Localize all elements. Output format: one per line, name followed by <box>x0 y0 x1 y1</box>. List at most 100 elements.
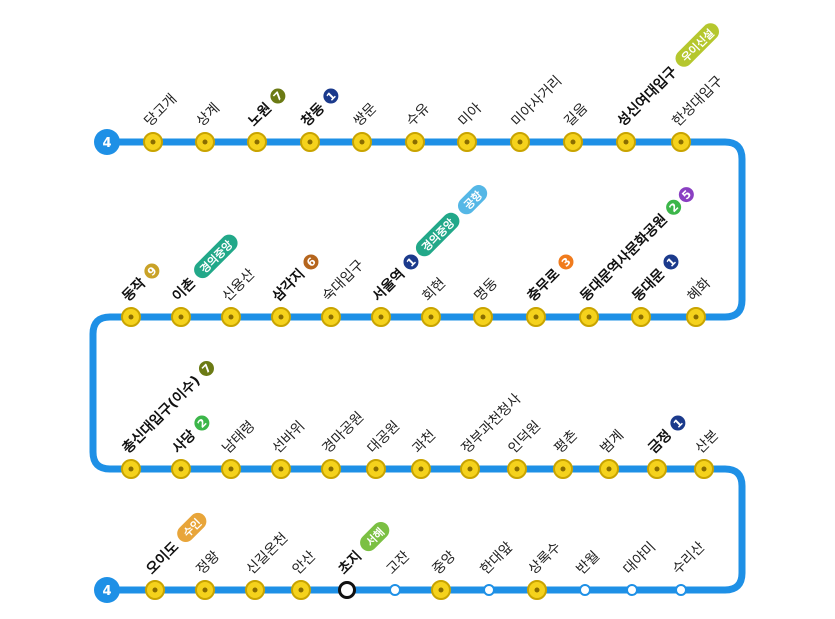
station-label: 초지 <box>336 548 366 578</box>
transfer-badge-1: 1 <box>670 415 686 431</box>
station-label: 서울역 <box>369 265 408 304</box>
station-marker-dot <box>514 466 520 472</box>
station-label: 쌍문 <box>351 100 381 130</box>
station-label: 상계 <box>194 100 224 130</box>
station-label: 신길온천 <box>244 530 292 578</box>
transfer-badge-1: 1 <box>323 88 339 104</box>
svg-text:경의중앙: 경의중앙 <box>419 216 458 255</box>
station-label: 당고개 <box>142 91 181 130</box>
transfer-pill: 서해 <box>360 521 390 552</box>
station-label-group: 안산 <box>290 548 320 578</box>
station-label-group: 총신대입구(이수)7 <box>119 360 214 457</box>
station-label: 한대앞 <box>478 539 517 578</box>
station-marker-dot <box>438 587 444 593</box>
station-marker-dot <box>378 314 384 320</box>
station-label-group: 창동1 <box>298 88 339 130</box>
station-label-group: 고잔 <box>384 548 414 578</box>
station-label: 미아사거리 <box>509 73 566 130</box>
transfer-badge-9: 9 <box>144 263 160 279</box>
station-label: 수리산 <box>670 539 709 578</box>
station-label: 미아 <box>456 100 486 130</box>
svg-text:우이신설: 우이신설 <box>678 26 717 65</box>
station-label-group: 선바위 <box>270 418 309 457</box>
station-marker-dot <box>298 587 304 593</box>
station-marker-dot <box>428 314 434 320</box>
station-label-group: 길음 <box>562 100 592 130</box>
station-label: 혜화 <box>685 275 715 305</box>
station-marker-dot <box>202 139 208 145</box>
station-label: 인덕원 <box>506 418 545 457</box>
station-label-group: 대야미 <box>621 539 660 578</box>
station-label-group: 반월 <box>574 548 604 578</box>
station-label-group: 인덕원 <box>506 418 545 457</box>
station-marker-small[interactable] <box>389 584 401 596</box>
station-label: 삼각지 <box>269 265 308 304</box>
station-marker-dot <box>128 314 134 320</box>
station-label: 산본 <box>693 427 723 457</box>
station-marker-dot <box>654 466 660 472</box>
line-4-route <box>89 138 746 594</box>
station-marker-dot <box>418 466 424 472</box>
station-label: 과천 <box>410 427 440 457</box>
station-label-group: 쌍문 <box>351 100 381 130</box>
station-marker-dot <box>359 139 365 145</box>
station-marker-small[interactable] <box>579 584 591 596</box>
station-label-group: 정왕 <box>194 548 224 578</box>
transfer-badge-3: 3 <box>558 254 574 270</box>
transfer-badge-6: 6 <box>303 254 319 270</box>
station-marker-dot <box>328 314 334 320</box>
station-label: 범계 <box>598 427 628 457</box>
station-label-group: 숙대입구 <box>320 257 368 305</box>
station-label-group: 범계 <box>598 427 628 457</box>
transfer-station-marker[interactable] <box>338 581 356 599</box>
station-marker-small[interactable] <box>483 584 495 596</box>
transfer-badge-2: 2 <box>194 415 210 431</box>
station-label-group: 당고개 <box>142 91 181 130</box>
station-marker-small[interactable] <box>626 584 638 596</box>
station-label: 길음 <box>562 100 592 130</box>
transfer-badge-2: 2 <box>666 199 681 215</box>
station-label-group: 신용산 <box>220 266 259 305</box>
station-label: 선바위 <box>270 418 309 457</box>
station-marker-small[interactable] <box>675 584 687 596</box>
station-label-group: 상록수 <box>526 539 565 578</box>
svg-text:경의중앙: 경의중앙 <box>197 237 236 276</box>
station-marker-dot <box>412 139 418 145</box>
station-marker-dot <box>638 314 644 320</box>
station-marker-dot <box>701 466 707 472</box>
transfer-pill: 수인 <box>177 512 207 543</box>
terminal-bottom[interactable]: 4 <box>94 577 120 603</box>
station-label: 평촌 <box>552 427 582 457</box>
station-marker-dot <box>252 587 258 593</box>
station-label: 남태령 <box>220 418 259 457</box>
station-marker-dot <box>693 314 699 320</box>
station-marker-dot <box>560 466 566 472</box>
station-label: 충무로 <box>525 266 564 305</box>
station-marker-dot <box>228 314 234 320</box>
station-label: 반월 <box>574 548 604 578</box>
transfer-badge-7: 7 <box>270 88 286 104</box>
station-label: 사당 <box>169 427 199 457</box>
svg-text:4: 4 <box>102 584 111 599</box>
station-label-group: 대공원 <box>365 418 404 457</box>
station-marker-dot <box>178 466 184 472</box>
station-label-group: 노원7 <box>246 88 286 130</box>
station-label-group: 미아사거리 <box>509 73 566 130</box>
station-label: 동대문 <box>630 266 669 305</box>
station-marker-dot <box>307 139 313 145</box>
station-marker-dot <box>480 314 486 320</box>
station-marker-dot <box>517 139 523 145</box>
terminal-top[interactable]: 4 <box>94 129 120 155</box>
station-label: 한성대입구 <box>670 73 727 130</box>
station-marker-dot <box>623 139 629 145</box>
transfer-pill: 공항 <box>457 185 488 215</box>
station-label-group: 산본 <box>693 427 723 457</box>
station-marker-dot <box>178 314 184 320</box>
station-marker-dot <box>328 466 334 472</box>
transfer-pill: 경의중앙 <box>415 212 460 257</box>
